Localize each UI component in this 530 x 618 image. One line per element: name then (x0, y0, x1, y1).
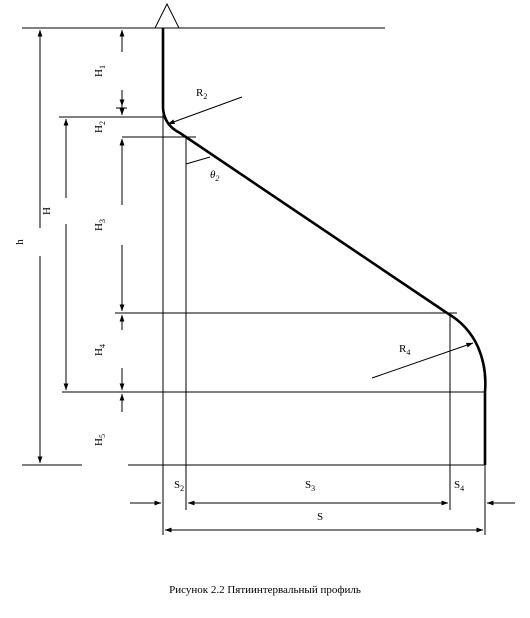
label-h1: H1 (93, 65, 107, 77)
theta2-reference-line (185, 156, 211, 165)
label-big-h: H (41, 207, 53, 215)
figure-caption: Рисунок 2.2 Пятиинтервальный профиль (169, 584, 361, 596)
wellhead-triangle (154, 2, 180, 29)
r2-leader-arrow (167, 96, 243, 125)
label-h4: H4 (93, 344, 107, 356)
r4-leader-arrow (371, 342, 474, 379)
label-h3: H3 (93, 219, 107, 231)
label-h2: H2 (93, 121, 107, 133)
label-s3: S3 (305, 479, 315, 493)
label-s4: S4 (454, 479, 464, 493)
well-trajectory (161, 28, 487, 465)
label-small-h: h (14, 239, 26, 245)
label-h5: H5 (93, 434, 107, 446)
label-r4: R4 (399, 343, 410, 357)
label-s2: S2 (174, 479, 184, 493)
label-s: S (317, 511, 323, 523)
label-r2: R2 (196, 87, 207, 101)
label-theta2: θ2 (210, 169, 219, 183)
